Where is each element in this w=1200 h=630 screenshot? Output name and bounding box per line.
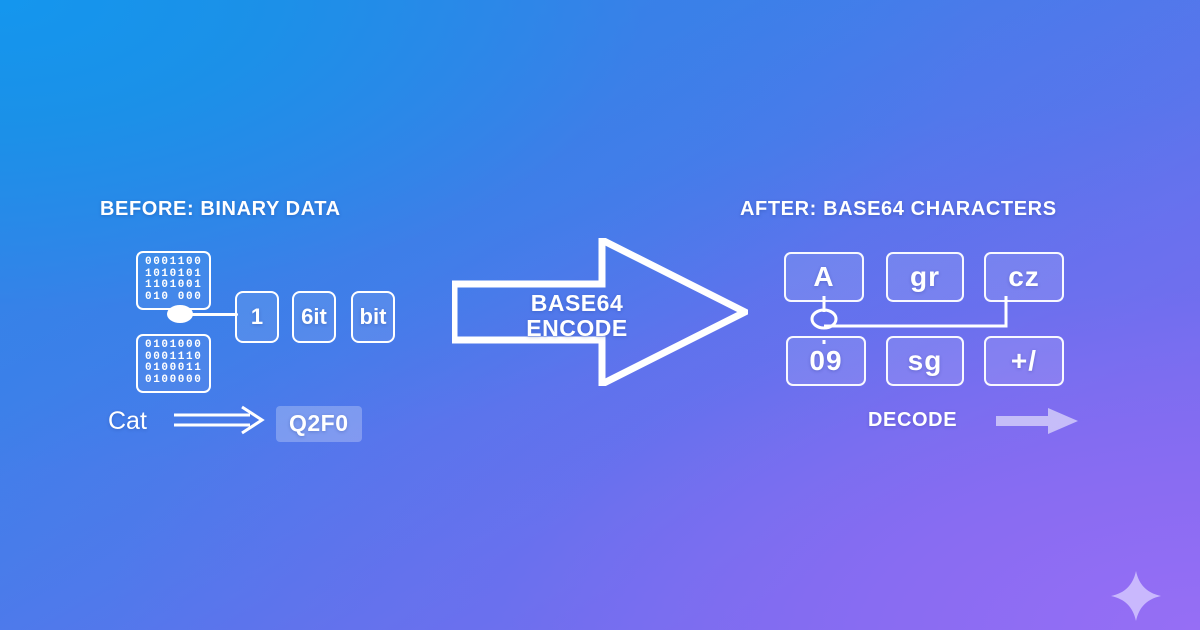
section-title-before: BEFORE: BINARY DATA	[100, 198, 341, 220]
binary-row: 010 000	[145, 290, 203, 303]
binary-row: 0100011	[145, 362, 203, 374]
arrow-label-line2: ENCODE	[526, 315, 628, 341]
section-title-after: AFTER: BASE64 CHARACTERS	[740, 198, 1057, 220]
example-result-highlight: Q2F0	[276, 406, 362, 442]
binary-block: 0101000 0001110 0100011 0100000	[136, 334, 212, 393]
binary-row: 1010101	[145, 267, 203, 280]
sparkle-icon	[1108, 568, 1164, 624]
connector-line-left	[180, 313, 238, 316]
binary-row: 0001110	[145, 350, 203, 363]
base64-tile: +/	[984, 336, 1064, 386]
bit-tile: 6it	[292, 291, 336, 343]
big-arrow-right-icon	[452, 238, 748, 386]
base64-tile: gr	[886, 252, 964, 302]
binary-row: 1101001	[145, 279, 203, 291]
base64-tile: cz	[984, 252, 1064, 302]
connector-right	[770, 296, 1070, 344]
base64-tile: A	[784, 252, 864, 302]
double-arrow-right-icon	[172, 404, 268, 436]
example-result-text: Q2F0	[289, 410, 349, 436]
arrow-label-line1: BASE64	[530, 290, 624, 316]
bit-tile: 1	[235, 291, 279, 343]
arrow-label: BASE64 ENCODE	[492, 291, 662, 341]
binary-row: 0101000	[145, 339, 203, 351]
decode-label: DECODE	[868, 409, 958, 431]
filled-dot-icon	[167, 305, 193, 323]
base64-tile: 09	[786, 336, 866, 386]
binary-row: 0001100	[145, 256, 203, 268]
bit-tile: bit	[351, 291, 395, 343]
hollow-circle-icon	[810, 308, 838, 330]
base64-tile: sg	[886, 336, 964, 386]
example-source-text: Cat	[108, 407, 147, 435]
arrow-right-icon	[996, 405, 1080, 437]
binary-block: 0001100 1010101 1101001 010 000	[136, 251, 212, 310]
binary-row: 0100000	[145, 373, 203, 386]
